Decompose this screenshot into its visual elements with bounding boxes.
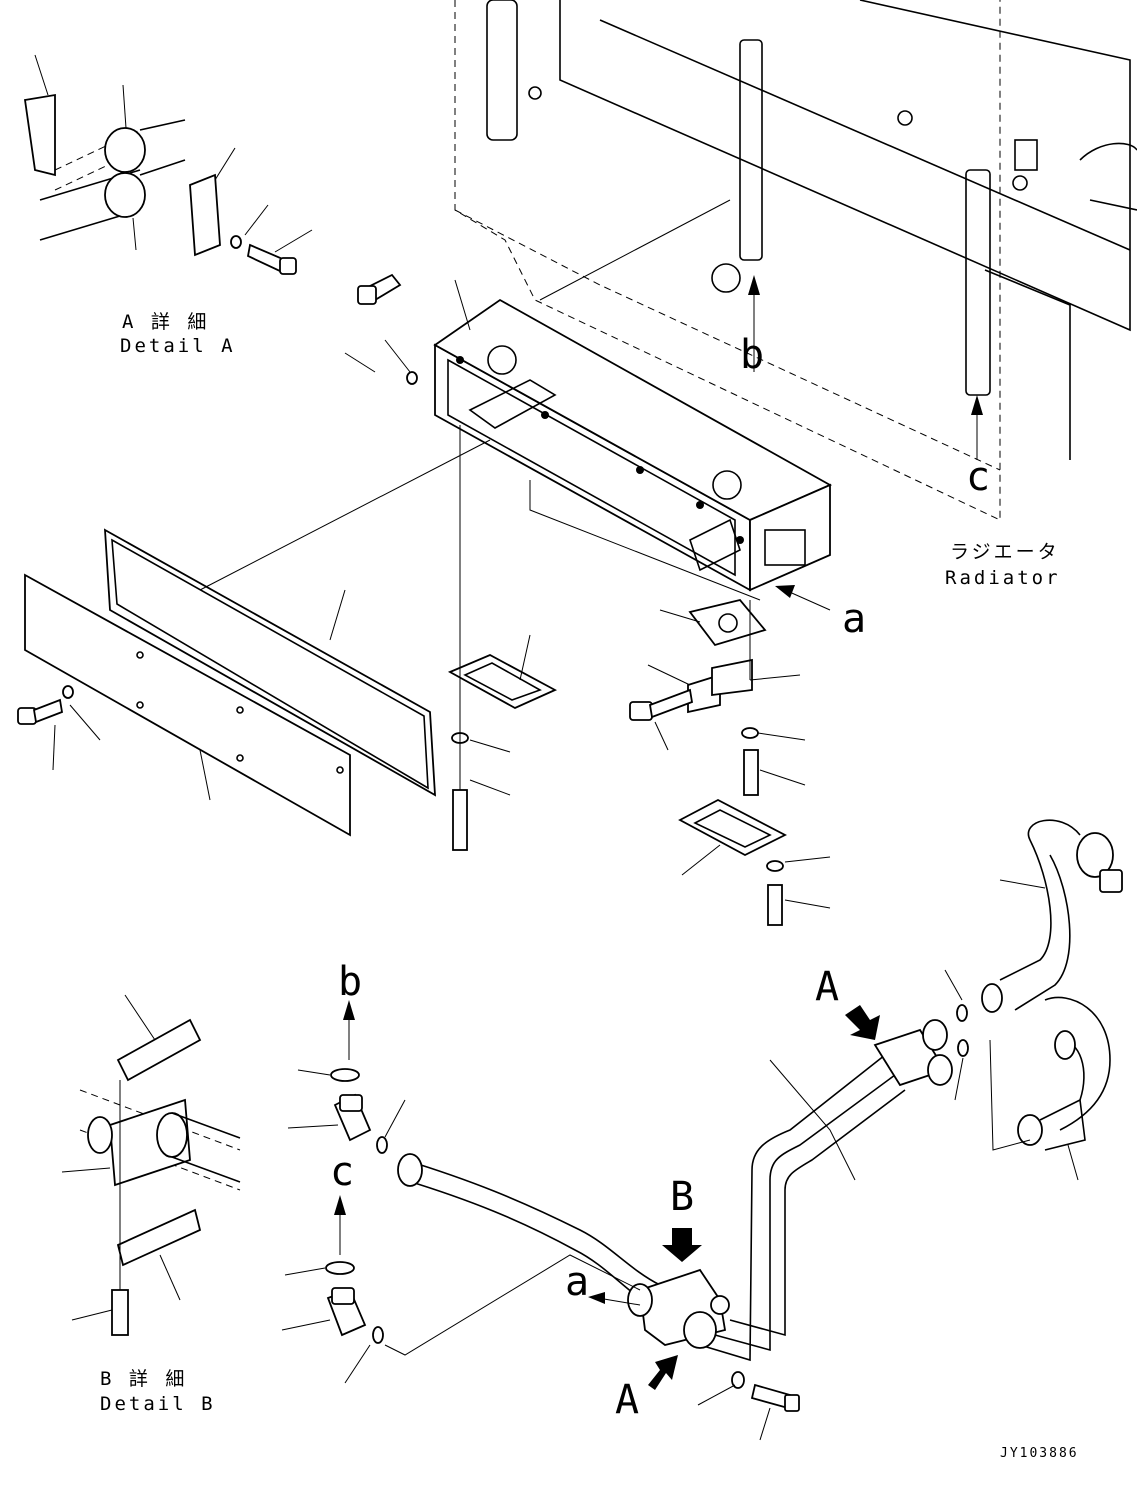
detail-b-drawing xyxy=(61,994,241,1336)
bolt-cover xyxy=(17,685,74,725)
detail-b-jp-label: B 詳 細 xyxy=(100,1368,187,1390)
elbow-fittings xyxy=(326,1093,372,1337)
gasket xyxy=(103,528,436,797)
view-arrow-a-upper xyxy=(845,1005,880,1040)
bracket-box xyxy=(433,298,833,592)
connector-block xyxy=(627,1268,730,1349)
view-arrow-b xyxy=(662,1228,702,1262)
radiator-en-label: Radiator xyxy=(945,567,1061,589)
arrow-b-up-top xyxy=(748,275,760,372)
bolt-box-left xyxy=(344,273,418,385)
detail-b-en-label: Detail B xyxy=(100,1393,216,1415)
hose-straight xyxy=(397,1153,661,1306)
arrow-c-up-bottom xyxy=(334,1195,346,1255)
drawing-code: JY103886 xyxy=(1000,1446,1079,1461)
flange-plate-1 xyxy=(447,654,558,851)
radiator-assembly xyxy=(454,0,1137,521)
detail-a-jp-label: A 詳 細 xyxy=(122,311,209,333)
clamp-upper xyxy=(629,598,767,796)
label-c-top: c xyxy=(966,454,990,500)
pipes-bent xyxy=(699,1054,906,1362)
label-view-B: B xyxy=(670,1174,694,1220)
arrow-b-up-bottom xyxy=(343,1000,355,1060)
arrow-c-up-top xyxy=(971,395,983,460)
radiator-jp-label: ラジエータ xyxy=(950,541,1060,563)
label-view-A-lower: A xyxy=(615,1377,639,1423)
arrow-a-left-bottom xyxy=(588,1292,641,1306)
o-rings xyxy=(325,1004,969,1389)
label-a-top: a xyxy=(842,596,866,642)
label-c-bottom: c xyxy=(330,1149,354,1195)
hoses-right xyxy=(981,819,1123,1151)
arrow-a-left-top xyxy=(775,585,831,611)
label-b-top: b xyxy=(740,332,764,378)
label-view-A-upper: A xyxy=(815,964,839,1010)
label-b-bottom: b xyxy=(338,959,362,1005)
bolt-bottom xyxy=(750,1383,800,1412)
flange-plate-2 xyxy=(678,798,787,926)
cover-plate xyxy=(24,573,351,837)
connector-upper-right xyxy=(873,1019,953,1087)
view-arrow-a-lower xyxy=(648,1355,678,1390)
label-a-bottom: a xyxy=(565,1259,589,1305)
leader-lines xyxy=(52,199,1079,1441)
detail-a-drawing xyxy=(23,54,313,275)
detail-a-en-label: Detail A xyxy=(120,335,236,357)
